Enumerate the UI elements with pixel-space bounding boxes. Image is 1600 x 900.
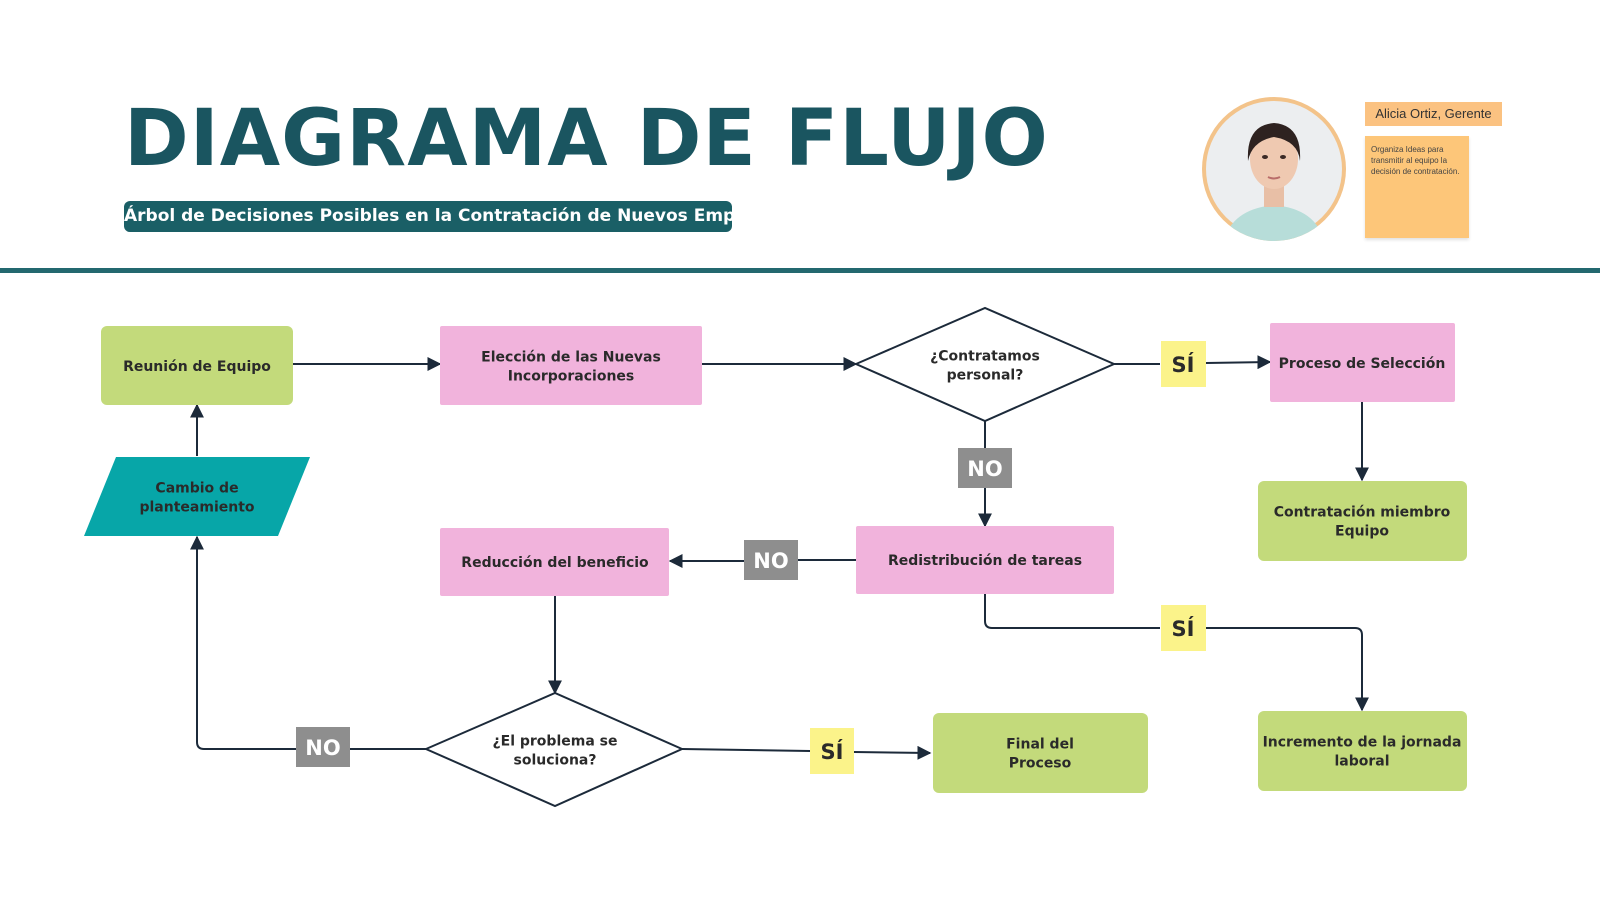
connector-si-final bbox=[853, 745, 932, 760]
badge-yes-problema: SÍ bbox=[810, 728, 854, 774]
node-label-line: Redistribución de tareas bbox=[888, 553, 1082, 569]
connector-redistribucion-si bbox=[984, 594, 1160, 629]
node-contratamos-personal: ¿Contratamos personal? bbox=[853, 306, 1117, 423]
node-reunion-equipo: Reunión de Equipo bbox=[101, 326, 293, 405]
node-label: Cambio de planteamiento bbox=[139, 481, 254, 516]
badge-yes-redistribucion: SÍ bbox=[1161, 605, 1206, 651]
node-label-line: ¿Contratamos bbox=[930, 349, 1040, 365]
badge-yes-contratamos: SÍ bbox=[1161, 341, 1206, 387]
process-box bbox=[440, 326, 702, 405]
connector-si-proceso bbox=[1205, 355, 1272, 370]
page-subtitle: Árbol de Decisiones Posibles en la Contr… bbox=[124, 201, 798, 232]
node-label: ¿El problema se soluciona? bbox=[493, 734, 618, 769]
node-label-line: Cambio de bbox=[155, 481, 238, 497]
connector-no-cambio bbox=[190, 535, 296, 750]
node-label-line: personal? bbox=[947, 368, 1024, 384]
badge-no-redistribucion: NO bbox=[744, 540, 798, 580]
node-label-line: Reunión de Equipo bbox=[123, 359, 271, 375]
process-box bbox=[101, 326, 293, 405]
node-label-line: Proceso de Selección bbox=[1279, 356, 1446, 372]
sticky-note: Organiza Ideas para transmitir al equipo… bbox=[1365, 136, 1469, 238]
node-label-line: laboral bbox=[1334, 754, 1389, 770]
node-redistribucion-tareas: Redistribución de tareas bbox=[856, 526, 1114, 594]
decision-diamond bbox=[423, 691, 685, 808]
process-box bbox=[1270, 323, 1455, 402]
decision-diamond bbox=[853, 306, 1117, 423]
connector-problema-si bbox=[681, 748, 811, 752]
node-label-line: Reducción del beneficio bbox=[461, 555, 649, 571]
node-label: Reunión de Equipo bbox=[123, 359, 271, 375]
io-parallelogram bbox=[84, 457, 310, 536]
node-label-line: Final del bbox=[1006, 737, 1074, 753]
node-reduccion-beneficio: Reducción del beneficio bbox=[440, 528, 669, 596]
process-box bbox=[856, 526, 1114, 594]
badge-no-contratamos: NO bbox=[958, 448, 1012, 488]
node-cambio-planteamiento: Cambio de planteamiento bbox=[84, 457, 310, 536]
node-label-line: ¿El problema se bbox=[493, 734, 618, 750]
process-box bbox=[1258, 711, 1467, 791]
connector-si-incremento bbox=[1206, 627, 1369, 712]
node-problema-soluciona: ¿El problema se soluciona? bbox=[423, 691, 685, 808]
node-label: Reducción del beneficio bbox=[461, 555, 649, 571]
node-label-line: Proceso bbox=[1009, 756, 1072, 772]
node-label-line: Incremento de la jornada bbox=[1263, 735, 1462, 751]
process-box bbox=[1258, 481, 1467, 561]
process-box bbox=[440, 528, 669, 596]
page-title: DIAGRAMA DE FLUJO bbox=[124, 94, 1049, 184]
node-proceso-seleccion: Proceso de Selección bbox=[1270, 323, 1455, 402]
header-divider bbox=[0, 268, 1600, 273]
badge-label: SÍ bbox=[1172, 616, 1195, 641]
node-label: Proceso de Selección bbox=[1279, 356, 1446, 372]
node-incremento-jornada: Incremento de la jornada laboral bbox=[1258, 711, 1467, 791]
badge-label: SÍ bbox=[821, 739, 844, 764]
badge-label: NO bbox=[305, 736, 340, 760]
badge-label: NO bbox=[967, 457, 1002, 481]
node-label-line: Incorporaciones bbox=[508, 369, 635, 385]
node-label-line: planteamiento bbox=[139, 500, 254, 516]
node-label-line: Contratación miembro bbox=[1274, 505, 1451, 521]
node-label-line: Equipo bbox=[1335, 524, 1389, 540]
badge-no-problema: NO bbox=[296, 727, 350, 767]
node-label-line: soluciona? bbox=[514, 753, 597, 769]
badge-label: NO bbox=[753, 549, 788, 573]
process-box bbox=[933, 713, 1148, 793]
node-label-line: Elección de las Nuevas bbox=[481, 350, 661, 366]
author-label: Alicia Ortiz, Gerente bbox=[1365, 102, 1502, 126]
author-avatar bbox=[1202, 97, 1346, 241]
node-label: ¿Contratamos personal? bbox=[930, 349, 1040, 384]
node-label: Incremento de la jornada laboral bbox=[1263, 735, 1462, 770]
badge-label: SÍ bbox=[1172, 352, 1195, 377]
node-label: Redistribución de tareas bbox=[888, 553, 1082, 569]
